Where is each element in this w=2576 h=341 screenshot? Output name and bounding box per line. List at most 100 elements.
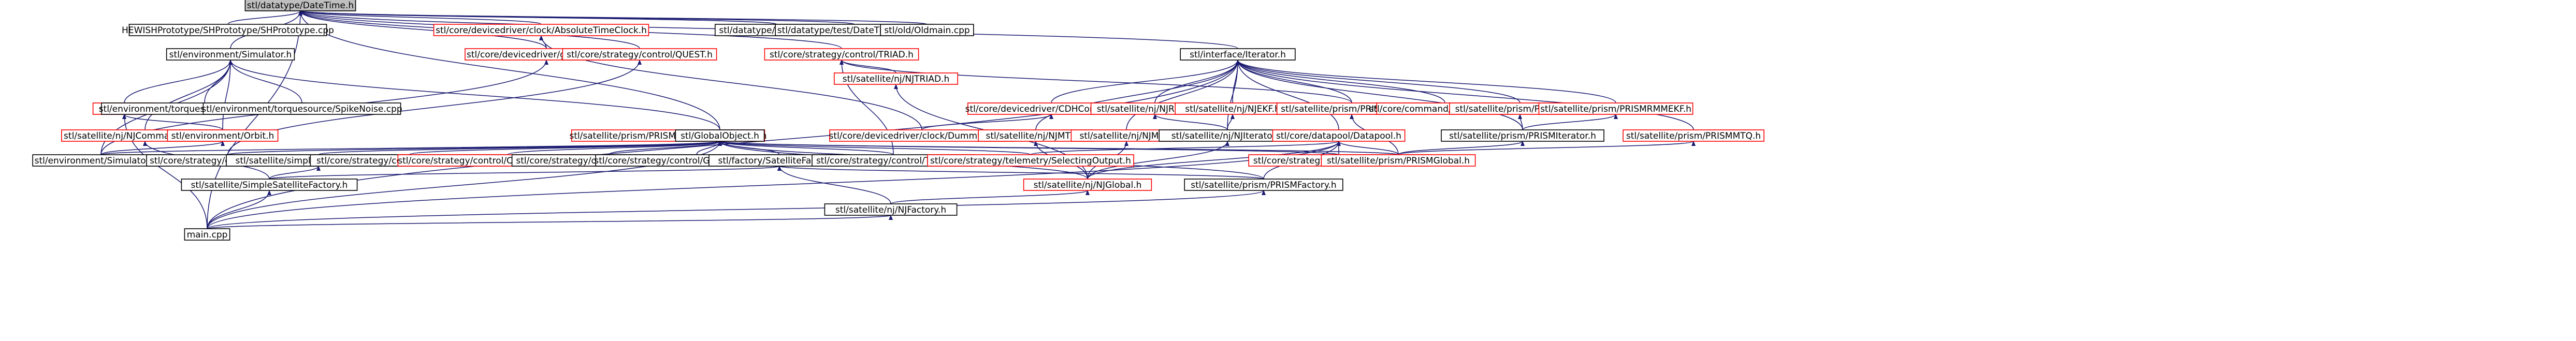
edge-njfactory-to-njglobal	[890, 190, 1090, 204]
edge-prismtriad-to-triad_h	[840, 60, 1352, 103]
edge-prismfactory-to-satfactory_h	[777, 166, 1264, 180]
edge-orbit_h-to-config_h	[122, 114, 223, 130]
node-selectingoutput[interactable]: stl/core/strategy/telemetry/SelectingOut…	[927, 154, 1134, 167]
node-prismiterator[interactable]: stl/satellite/prism/PRISMIterator.h	[1441, 129, 1604, 142]
edge-main_cpp-to-prismfactory	[207, 190, 1266, 229]
node-njekf[interactable]: stl/satellite/nj/NJEKF.h	[1175, 102, 1291, 115]
node-hewish[interactable]: HEWISHPrototype/SHPrototype/SHPrototype.…	[122, 24, 334, 36]
node-box	[1538, 102, 1694, 115]
node-label: stl/satellite/prism/PRISMRMMEKF.h	[1540, 104, 1691, 114]
node-label: stl/environment/Orbit.h	[171, 131, 274, 141]
node-label: stl/core/devicedriver/clock/AbsoluteTime…	[436, 25, 647, 36]
edge-hewish-to-datetime	[227, 10, 302, 25]
node-label: stl/satellite/prism/PRISMGlobal.h	[1327, 156, 1470, 166]
node-quest_h[interactable]: stl/core/strategy/control/QUEST.h	[562, 48, 717, 61]
node-globalobject[interactable]: stl/GlobalObject.h	[675, 129, 765, 142]
node-box	[880, 24, 974, 36]
node-njiterator[interactable]: stl/satellite/nj/NJIterator.h	[1159, 129, 1296, 142]
edge-triad_cpp-to-globalobject	[718, 141, 894, 155]
edge-triad_nj-to-triad_h	[840, 60, 896, 73]
node-box	[202, 102, 401, 115]
edge-njmc-to-iterator_h	[1126, 60, 1240, 130]
edge-main_cpp-to-iterator_h	[207, 60, 1240, 229]
node-prismmtq[interactable]: stl/satellite/prism/PRISMMTQ.h	[1623, 129, 1764, 142]
nodes-layer: stl/datatype/DateTime.hHEWISHPrototype/S…	[32, 0, 1764, 241]
edge-prismglobal-to-dataprool	[1337, 141, 1399, 155]
node-prismfactory[interactable]: stl/satellite/prism/PRISMFactory.h	[1184, 179, 1343, 191]
edge-njglobal-to-dataprool	[1087, 141, 1341, 180]
edge-simulator_cpp-to-globalobject	[100, 141, 722, 155]
node-label: stl/core/datapool/Datapool.h	[1276, 131, 1401, 141]
edge-prismglobal-to-prismiterator	[1398, 141, 1525, 155]
edge-prismiterator-to-prismekf	[1518, 114, 1523, 130]
edge-njrmmekf-to-iterator_h	[1154, 60, 1240, 103]
node-prismglobal[interactable]: stl/satellite/prism/PRISMGlobal.h	[1321, 154, 1476, 167]
node-label: stl/core/devicedriver/clock/DummyClock.h	[829, 131, 1015, 141]
node-label: main.cpp	[187, 230, 228, 240]
node-spikenoise[interactable]: stl/environment/torquesource/SpikeNoise.…	[201, 102, 402, 115]
node-triad_nj[interactable]: stl/satellite/nj/NJTRIAD.h	[834, 72, 959, 85]
edge-cdhcomponent-to-iterator_h	[1051, 60, 1240, 103]
node-label: HEWISHPrototype/SHPrototype/SHPrototype.…	[122, 25, 334, 36]
edge-prismrmmekf-to-iterator_h	[1236, 60, 1616, 103]
node-label: stl/satellite/nj/NJEKF.h	[1185, 104, 1280, 114]
node-label: stl/environment/Simulator.cpp	[35, 156, 168, 166]
node-njmc[interactable]: stl/satellite/nj/NJMC.h	[1070, 129, 1182, 142]
node-prismrmmekf[interactable]: stl/satellite/prism/PRISMRMMEKF.h	[1538, 102, 1694, 115]
edge-njiterator-to-iterator_h	[1227, 60, 1240, 130]
edge-dataprool-to-iterator_h	[1236, 60, 1339, 130]
edge-njiterator-to-njrmmekf	[1153, 114, 1228, 130]
node-dummyclock[interactable]: stl/core/devicedriver/clock/DummyClock.h	[829, 129, 1015, 142]
node-label: stl/environment/Simulator.h	[169, 50, 292, 60]
node-box	[128, 24, 327, 36]
node-label: stl/core/strategy/control/QUEST.h	[567, 50, 713, 60]
node-datetime[interactable]: stl/datatype/DateTime.h	[244, 0, 356, 11]
node-orbit_h[interactable]: stl/environment/Orbit.h	[167, 129, 279, 142]
node-box	[927, 154, 1134, 167]
node-dataprool[interactable]: stl/core/datapool/Datapool.h	[1272, 129, 1406, 142]
edge-selectingoutput-to-dataprool	[1030, 141, 1341, 155]
edge-main_cpp-to-datetime	[207, 10, 302, 229]
node-absclock[interactable]: stl/core/devicedriver/clock/AbsoluteTime…	[433, 24, 649, 36]
edge-njmtq-to-iterator_h	[1035, 60, 1240, 130]
edge-prismtriad-to-iterator_h	[1236, 60, 1352, 103]
node-label: stl/satellite/prism/PRISMMTQ.h	[1626, 131, 1761, 141]
edge-simplesatfactory-to-satfactory_h	[269, 166, 782, 180]
node-triad_h[interactable]: stl/core/strategy/control/TRIAD.h	[764, 48, 919, 61]
edge-prismekf-to-iterator_h	[1236, 60, 1521, 103]
node-box	[834, 72, 959, 85]
node-label: stl/satellite/nj/NJIterator.h	[1171, 131, 1284, 141]
node-box	[1623, 129, 1764, 142]
node-label: stl/satellite/nj/NJTRIAD.h	[843, 74, 949, 84]
node-simulator_h[interactable]: stl/environment/Simulator.h	[166, 48, 295, 61]
edge-njfactory-to-satfactory_h	[777, 166, 891, 204]
edge-oldmain-to-datetime	[298, 10, 928, 25]
edge-prismmtq-to-iterator_h	[1236, 60, 1694, 130]
node-box	[562, 48, 717, 61]
node-njglobal[interactable]: stl/satellite/nj/NJGlobal.h	[1023, 179, 1152, 191]
node-box	[433, 24, 649, 36]
node-box	[824, 203, 958, 216]
node-iterator_h[interactable]: stl/interface/Iterator.h	[1180, 48, 1296, 61]
edge-njcommandreceiver-to-simulator_h	[144, 60, 233, 130]
node-main_cpp[interactable]: main.cpp	[184, 228, 230, 241]
node-oldmain[interactable]: stl/old/Oldmain.cpp	[880, 24, 974, 36]
node-simulator_cpp[interactable]: stl/environment/Simulator.cpp	[32, 154, 170, 167]
edge-orbit_h-to-simulator_h	[222, 60, 233, 130]
node-box	[1184, 179, 1343, 191]
edge-spikenoise-to-simulator_h	[228, 60, 302, 103]
edge-prismiterator-to-prismrmmekf	[1522, 114, 1618, 130]
node-njmtq[interactable]: stl/satellite/nj/NJMTQ.h	[978, 129, 1094, 142]
node-label: stl/satellite/nj/NJGlobal.h	[1034, 180, 1142, 190]
edge-dummyclock-to-cdhcomponent	[921, 114, 1053, 130]
node-njfactory[interactable]: stl/satellite/nj/NJFactory.h	[824, 203, 958, 216]
node-box	[1272, 129, 1406, 142]
node-simplesatfactory[interactable]: stl/satellite/SimpleSatelliteFactory.h	[181, 179, 358, 191]
node-label: stl/satellite/prism/PRISMFactory.h	[1191, 180, 1336, 190]
node-label: stl/core/strategy/telemetry/SelectingOut…	[930, 156, 1131, 166]
node-label: stl/datatype/DateTime.h	[247, 1, 354, 11]
edge-njglobal-to-njiterator	[1087, 141, 1229, 180]
edge-crossproduct-to-globalobject	[608, 141, 722, 155]
